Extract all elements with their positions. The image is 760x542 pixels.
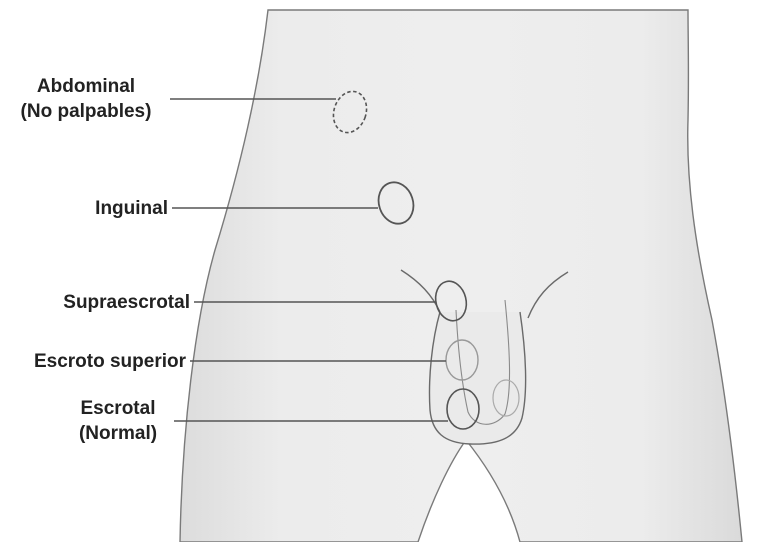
label-abdominal-line1: Abdominal — [6, 74, 166, 99]
label-supraescrotal-line1: Supraescrotal — [2, 290, 190, 315]
label-abdominal: Abdominal (No palpables) — [6, 74, 166, 124]
label-escrotal-line1: Escrotal — [66, 396, 170, 421]
label-supraescrotal: Supraescrotal — [2, 290, 190, 315]
scrotum-outline — [429, 312, 525, 444]
label-abdominal-line2: (No palpables) — [6, 99, 166, 124]
label-inguinal-line1: Inguinal — [64, 196, 168, 221]
label-escrotal: Escrotal (Normal) — [66, 396, 170, 446]
label-escroto-superior-line1: Escroto superior — [2, 349, 186, 374]
label-escroto-superior: Escroto superior — [2, 349, 186, 374]
torso-silhouette — [180, 10, 742, 542]
label-inguinal: Inguinal — [64, 196, 168, 221]
label-escrotal-line2: (Normal) — [66, 421, 170, 446]
